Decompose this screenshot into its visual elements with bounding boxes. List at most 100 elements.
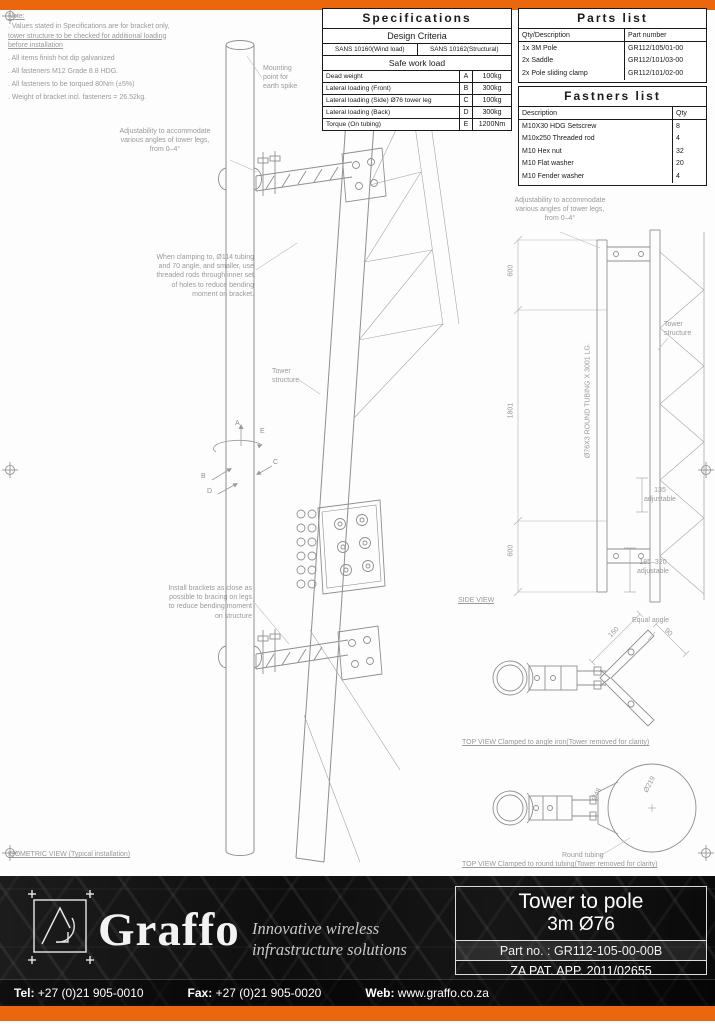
spec-row: Lateral loading (Front) B 300kg [323,81,511,94]
parts-row: 1x 3M Pole GR112/105/01-00 [519,42,706,55]
product-title: Tower to pole [518,890,644,913]
col-qty: Qty [672,107,706,120]
annotation-clamping: When clamping to, Ø114 tubing and 70 ang… [156,254,254,298]
load-marker-c: C [273,459,279,466]
fastner-description: M10 Hex nut [522,147,562,155]
spec-key: C [459,94,473,106]
spec-row: Torque (On tubing) E 1200Nm [323,117,511,130]
product-patent: ZA PAT. APP. 2011/02655 [510,963,652,975]
dim-600-top: 600 [507,264,515,277]
col-description: Qty/Description [522,31,570,39]
spec-value: 300kg [482,84,502,92]
col-part-number: Part number [624,29,706,42]
spec-value: 300kg [482,108,502,116]
spec-label: Lateral loading (Side) Ø76 tower leg [326,96,432,104]
fastner-row: M10 Fender washer 4 [519,170,706,184]
web-label: Web: [365,986,395,1000]
side-annotation-tower-structure: Tower structure [664,321,692,338]
iso-bracket-bottom [218,625,383,681]
annotation-install: Install brackets as close as possible to… [168,585,252,620]
top-accent-bar [0,0,715,10]
product-size: 3m Ø76 [456,914,706,941]
fastners-list-panel: Fastners list Description Qty M10X30 HDG… [518,86,707,186]
iso-leader-lines [229,55,321,645]
footer [0,876,715,1006]
spec-label: Lateral loading (Back) [326,108,391,116]
fastner-description: M10 Fender washer [522,172,585,180]
product-part-number: Part no. : GR112-105-00-00B [456,941,706,961]
top-view-angle-drawing [492,610,690,727]
fastner-qty: 32 [672,145,706,158]
tagline-line-2: infrastructure solutions [252,940,407,960]
parts-row: 2x Saddle GR112/101/03-00 [519,54,706,68]
part-description: 1x 3M Pole [522,44,558,52]
col-description: Description [522,109,558,117]
spec-value: 100kg [482,96,502,104]
fastner-description: M10 Flat washer [522,160,574,168]
contact-tel: Tel: +27 (0)21 905-0010 [14,986,144,1000]
registration-marks-icon [2,8,714,861]
fastner-description: M10X30 HDG Setscrew [522,122,597,130]
annotation-adjustability: Adjustability to accommodate various ang… [119,128,211,154]
tel-label: Tel: [14,986,35,1000]
note-line: before installation [8,42,63,50]
round-tubing-label: Round tubing [562,852,604,859]
fastner-qty: 4 [672,170,706,183]
fastners-list-title: Fastners list [519,87,706,107]
spec-row: Lateral loading (Side) Ø76 tower leg C 1… [323,93,511,106]
specifications-title: Specifications [323,9,511,29]
web-value: www.graffo.co.za [397,986,489,1000]
load-marker-b: B [201,473,206,480]
isometric-view-caption: ISOMETRIC VIEW (Typical installation) [8,851,131,858]
graffo-logo-icon [26,890,96,975]
iso-connection-plate [296,499,386,595]
standard-wind: SANS 10160(Wind load) [323,43,418,55]
tagline-line-1: Innovative wireless [252,919,380,938]
note-line: tower structure to be checked for additi… [8,32,167,40]
spec-key: B [459,82,473,94]
design-criteria-label: Design Criteria [323,29,511,44]
brand-name: Graffo [98,904,240,956]
top-view-tubing-caption: TOP VIEW Clamped to round tubing(Tower r… [462,861,658,868]
tel-value: +27 (0)21 905-0010 [37,986,144,1000]
spec-label: Dead weight [326,72,363,80]
dim-600-bottom: 600 [507,544,515,557]
load-marker-e: E [260,428,265,435]
specifications-panel: Specifications Design Criteria SANS 1016… [322,8,512,131]
fax-value: +27 (0)21 905-0020 [215,986,322,1000]
side-view-drawing [513,229,705,603]
product-info-box: Tower to pole 3m Ø76 Part no. : GR112-10… [455,886,707,975]
note-line: . All fasteners M12 Grade 8.8 HDG. [8,67,119,75]
fastner-row: M10x250 Threaded rod 4 [519,132,706,146]
spec-label: Torque (On tubing) [326,120,381,128]
fastner-qty: 4 [672,132,706,146]
iso-load-arrows [211,424,273,495]
part-number: GR112/105/01-00 [624,42,706,55]
brand-tagline: Innovative wireless infrastructure solut… [252,918,407,961]
part-number: GR112/101/03-00 [624,54,706,68]
note-line: . All fasteners to be torqued 80Nm (±5%) [8,80,135,88]
spec-row: Lateral loading (Back) D 300kg [323,105,511,118]
design-standards-row: SANS 10160(Wind load) SANS 10162(Structu… [323,43,511,56]
annotation-tower-structure: Tower structure [272,368,300,385]
fax-label: Fax: [187,986,213,1000]
load-marker-d: D [207,488,213,495]
pole-spec-label: Ø76X3 ROUND TUBING X 3001 LG. [584,343,592,459]
fastner-qty: 8 [672,120,706,133]
side-annotation-adjustability: Adjustability to accommodate various ang… [514,197,606,223]
dim-1801: 1801 [507,402,515,419]
equal-angle-label: Equal angle [632,617,669,624]
note-line: . All items finish hot dip galvanized [8,55,115,63]
technical-drawing [2,8,714,863]
spec-row: Dead weight A 100kg [323,69,511,82]
dim-185-320-adjustable: 185–320 adjustable [637,559,669,576]
spec-label: Lateral loading (Front) [326,84,391,92]
part-number: GR112/101/02-00 [624,67,706,80]
contact-fax: Fax: +27 (0)21 905-0020 [188,986,322,1000]
part-description: 2x Pole sliding clamp [522,69,588,77]
iso-pole [225,40,255,856]
spec-value: 100kg [482,72,502,80]
annotation-mounting-point: Mounting point for earth spike [263,65,298,91]
safe-work-load-label: Safe work load [388,57,446,68]
